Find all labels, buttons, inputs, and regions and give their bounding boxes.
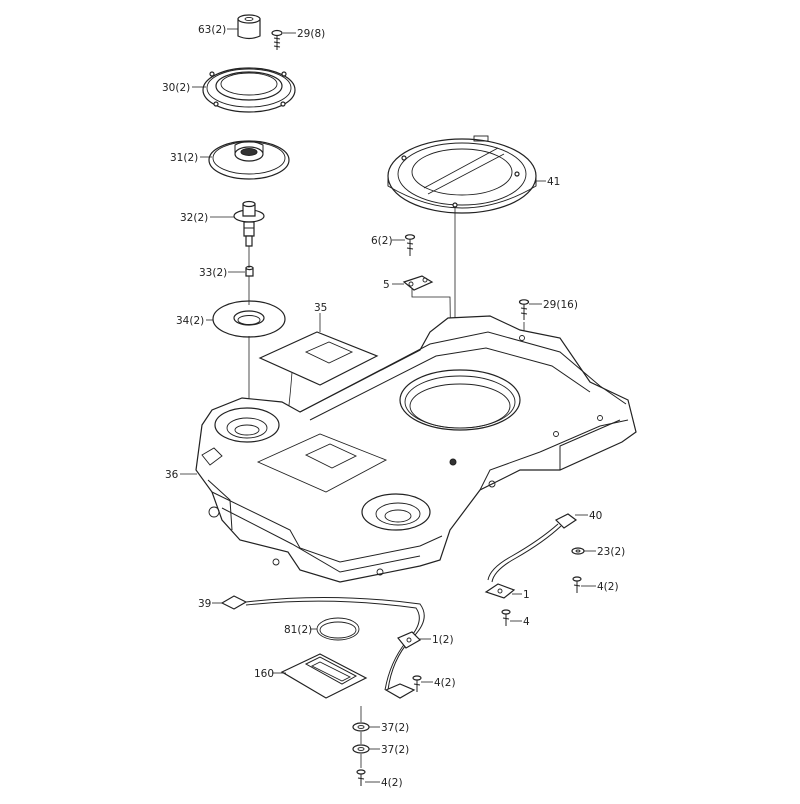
label-81: 81(2)	[284, 624, 312, 636]
part-4-screw-d	[356, 769, 366, 786]
part-23-washer	[571, 547, 585, 555]
label-23: 23(2)	[597, 546, 625, 558]
label-4-b: 4	[523, 616, 530, 628]
label-1-a: 1	[523, 589, 530, 601]
part-32-shaft	[233, 200, 265, 247]
label-4-d: 4(2)	[381, 777, 403, 789]
part-4-screw-a	[572, 576, 582, 593]
label-34: 34(2)	[176, 315, 204, 327]
part-1-clip-lower	[397, 631, 421, 649]
part-37-washer-a	[352, 722, 370, 732]
part-1-clip	[484, 583, 516, 599]
label-39: 39	[198, 598, 211, 610]
part-4-screw-b	[501, 609, 511, 626]
part-63-cap	[237, 14, 261, 40]
part-33-bushing	[245, 265, 254, 277]
label-32: 32(2)	[180, 212, 208, 224]
label-33: 33(2)	[199, 267, 227, 279]
label-4-c: 4(2)	[434, 677, 456, 689]
label-160: 160	[254, 668, 274, 680]
label-31: 31(2)	[170, 152, 198, 164]
part-36-main-housing	[195, 315, 637, 583]
label-4-a: 4(2)	[597, 581, 619, 593]
label-5: 5	[383, 279, 390, 291]
part-4-screw-c	[412, 675, 422, 692]
part-81-clamp-ring	[316, 617, 360, 641]
part-31-flange	[208, 140, 290, 180]
part-29-screw-top	[271, 29, 283, 50]
part-40-sensor-cable	[487, 513, 578, 583]
label-29-top: 29(8)	[297, 28, 325, 40]
label-37-a: 37(2)	[381, 722, 409, 734]
part-6-screw	[404, 234, 416, 256]
label-63: 63(2)	[198, 24, 226, 36]
part-29-screw-right	[518, 299, 530, 336]
label-30: 30(2)	[162, 82, 190, 94]
part-39-plate	[384, 683, 416, 699]
part-34-washer	[212, 300, 286, 338]
callout-labels: 63(2) 29(8) 30(2) 31(2) 32(2) 33(2) 34(2…	[162, 24, 625, 789]
label-6: 6(2)	[371, 235, 393, 247]
label-41: 41	[547, 176, 560, 188]
label-35: 35	[314, 302, 327, 314]
part-39-cable	[220, 595, 425, 691]
part-30-bearing-ring	[202, 67, 296, 113]
label-37-b: 37(2)	[381, 744, 409, 756]
label-40: 40	[589, 510, 602, 522]
part-37-washer-b	[352, 744, 370, 754]
leader-lines	[180, 28, 596, 783]
label-29-right: 29(16)	[543, 299, 578, 311]
part-41-round-cover	[387, 135, 537, 214]
label-1-b: 1(2)	[432, 634, 454, 646]
part-160-display-module	[280, 653, 368, 699]
label-36: 36	[165, 469, 179, 481]
